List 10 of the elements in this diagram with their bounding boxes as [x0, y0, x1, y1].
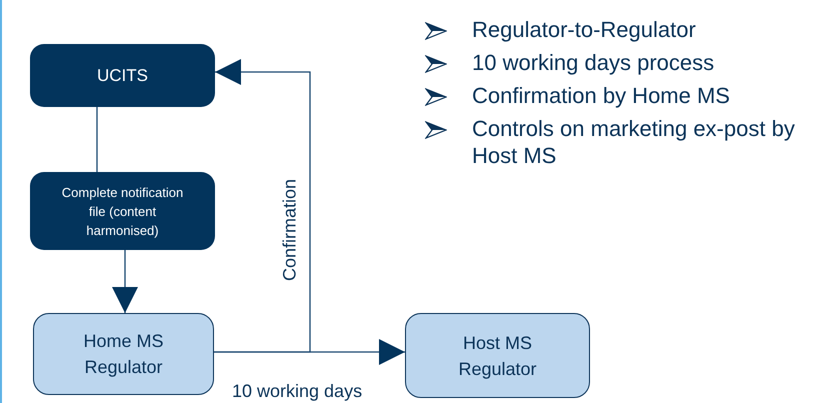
- bullet-text: Confirmation by Home MS: [472, 82, 730, 109]
- arrow: [112, 250, 138, 313]
- bullet-text: Regulator-to-Regulator: [472, 16, 696, 43]
- process-box: Complete notification file (content harmonised): [30, 172, 215, 250]
- arrow: [214, 59, 311, 353]
- process-box: Home MS Regulator: [33, 313, 214, 395]
- process-box: UCITS: [30, 44, 215, 107]
- process-box: Host MS Regulator: [405, 313, 590, 398]
- bullet-text: Controls on marketing ex-post by Host MS: [472, 115, 796, 169]
- bullet-text: 10 working days process: [472, 49, 714, 76]
